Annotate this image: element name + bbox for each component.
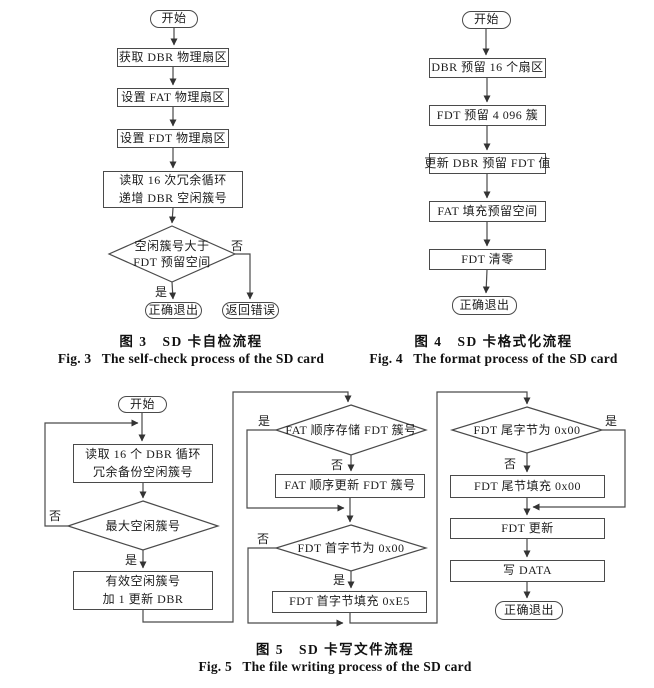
fig3-exit-ok-node: 正确退出 — [145, 302, 202, 319]
fig3-decision-diamond — [107, 225, 237, 283]
fig5-connector-fill0xe5-fdttail — [349, 391, 531, 624]
fig5-exit-ok-node: 正确退出 — [495, 601, 563, 620]
fig5-valid-cluster-node: 有效空闲簇号 加 1 更新 DBR — [73, 571, 213, 610]
fig5-fdt-first-byte-diamond — [273, 524, 429, 572]
fig5-max-cluster-diamond — [66, 500, 220, 551]
fig5-left-yes-label: 是 — [125, 553, 138, 567]
fig3-set-fat-node: 设置 FAT 物理扇区 — [117, 88, 229, 107]
fig5-fdttail-yes-bypass — [532, 429, 626, 511]
fig5-fatstore-yes-bypass — [246, 429, 345, 512]
fig3-return-error-node: 返回错误 — [222, 302, 279, 319]
fig5-fat-update-node: FAT 顺序更新 FDT 簇号 — [275, 474, 425, 498]
fig3-start-node: 开始 — [150, 10, 198, 28]
fig5-mid-no-label: 否 — [331, 458, 344, 472]
fig5-mid-no2-label: 否 — [257, 532, 270, 546]
fig3-no-label: 否 — [231, 239, 244, 253]
fig3-arrow-readloop-decision — [168, 207, 176, 224]
fig5-connector-valid-fatstore — [142, 391, 352, 623]
fig3-caption-zh: 图 3 SD 卡自检流程 — [119, 334, 263, 349]
fig5-read-dbr-line2: 冗余备份空闲簇号 — [92, 464, 193, 479]
fig5-caption-zh: 图 5 SD 卡写文件流程 — [255, 642, 415, 657]
fig5-fdt-update-node: FDT 更新 — [450, 518, 605, 539]
fig5-valid-cluster-line1: 有效空闲簇号 — [105, 574, 181, 589]
fig4-dbr-reserve-node: DBR 预留 16 个扇区 — [429, 58, 546, 78]
fig5-fdt-tail-byte-diamond — [449, 406, 605, 454]
fig5-caption-en: Fig. 5 The file writing process of the S… — [198, 659, 472, 674]
fig5-valid-cluster-line2: 加 1 更新 DBR — [102, 591, 184, 606]
fig4-fdt-reserve-node: FDT 预留 4 096 簇 — [429, 105, 546, 126]
fig3-read-loop-line1: 读取 16 次冗余循环 — [119, 173, 227, 188]
fig3-set-fdt-node: 设置 FDT 物理扇区 — [117, 129, 229, 148]
fig5-right-yes-label: 是 — [605, 414, 618, 428]
fig5-read-dbr-line1: 读取 16 个 DBR 循环 — [85, 447, 201, 462]
fig5-write-data-node: 写 DATA — [450, 560, 605, 582]
fig3-caption-en: Fig. 3 The self-check process of the SD … — [57, 351, 325, 366]
fig5-read-dbr-node: 读取 16 个 DBR 循环 冗余备份空闲簇号 — [73, 444, 213, 483]
fig5-loop-no-back — [44, 419, 139, 527]
fig3-yes-label: 是 — [155, 285, 168, 299]
fig5-mid-yes2-label: 是 — [333, 573, 346, 587]
fig4-arrow-clear-exit — [482, 269, 490, 294]
fig5-fat-store-diamond — [274, 404, 428, 456]
fig5-fdtfirst-no-bypass — [247, 547, 344, 627]
fig3-read-loop-node: 读取 16 次冗余循环 递增 DBR 空闲簇号 — [103, 171, 243, 208]
fig4-start-node: 开始 — [462, 11, 511, 29]
fig5-right-no-label: 否 — [504, 457, 517, 471]
fig4-update-dbr-node: 更新 DBR 预留 FDT 值 — [424, 153, 550, 174]
fig4-caption-zh: 图 4 SD 卡格式化流程 — [414, 334, 573, 349]
fig4-fat-fill-node: FAT 填充预留空间 — [429, 201, 546, 222]
fig3-get-dbr-node: 获取 DBR 物理扇区 — [117, 48, 229, 67]
fig5-fdt-first-fill-node: FDT 首字节填充 0xE5 — [272, 591, 427, 613]
fig5-left-no-label: 否 — [49, 509, 62, 523]
fig3-read-loop-line2: 递增 DBR 空闲簇号 — [118, 190, 228, 205]
fig3-arrow-yes-exit — [169, 281, 177, 300]
fig5-mid-yes-label: 是 — [258, 414, 271, 428]
fig5-fdt-tail-fill-node: FDT 尾节填充 0x00 — [450, 475, 605, 498]
fig4-caption-en: Fig. 4 The format process of the SD card — [369, 351, 618, 366]
fig4-fdt-clear-node: FDT 清零 — [429, 249, 546, 270]
fig5-start-node: 开始 — [118, 396, 167, 413]
fig4-exit-ok-node: 正确退出 — [452, 296, 517, 315]
fig3-arrow-no-error — [235, 253, 254, 300]
